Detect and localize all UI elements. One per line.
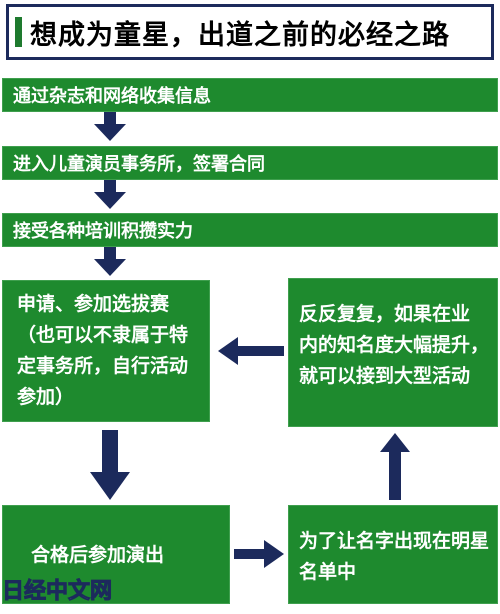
step-4-line-4: 参加） [17, 386, 75, 408]
step-1-box: 通过杂志和网络收集信息 [2, 78, 498, 112]
step-6-line-2: 名单中 [299, 561, 357, 583]
arrow-down-3 [94, 247, 126, 276]
step-1-label: 通过杂志和网络收集信息 [13, 86, 211, 107]
title-accent-bar [15, 17, 22, 47]
step-7-line-1: 反反复复，如果在业 [299, 303, 471, 325]
arrow-down-4 [90, 430, 130, 500]
title-text: 想成为童星，出道之前的必经之路 [30, 19, 450, 51]
step-4-line-3: 定事务所，自行活动 [17, 355, 189, 377]
step-4-box: 申请、参加选拔赛 （也可以不隶属于特 定事务所，自行活动 参加） [2, 280, 210, 422]
arrow-down-2 [94, 180, 126, 209]
step-6-line-1: 为了让名字出现在明星 [299, 530, 490, 552]
step-5-label: 合格后参加演出 [31, 544, 165, 566]
arrow-left-7-4 [218, 337, 284, 365]
step-2-label: 进入儿童演员事务所，签署合同 [13, 154, 265, 175]
arrow-right-5-6 [234, 540, 284, 568]
step-5-box: 合格后参加演出 [2, 505, 230, 604]
step-7-line-2: 内的知名度大幅提升， [299, 334, 490, 356]
watermark-logo: 日经中文网 [1, 579, 113, 605]
step-4-line-2: （也可以不隶属于特 [17, 324, 189, 346]
step-4-line-1: 申请、参加选拔赛 [17, 293, 170, 315]
step-3-box: 接受各种培训积攒实力 [2, 213, 498, 247]
step-7-line-3: 就可以接到大型活动 [299, 365, 471, 387]
step-6-box: 为了让名字出现在明星 名单中 [288, 505, 498, 604]
arrow-up-6-7 [380, 433, 410, 500]
arrow-down-1 [94, 112, 126, 141]
step-7-box: 反反复复，如果在业 内的知名度大幅提升， 就可以接到大型活动 [288, 278, 498, 427]
step-3-label: 接受各种培训积攒实力 [13, 221, 193, 242]
step-2-box: 进入儿童演员事务所，签署合同 [2, 146, 498, 180]
diagram-title: 想成为童星，出道之前的必经之路 [6, 4, 494, 60]
